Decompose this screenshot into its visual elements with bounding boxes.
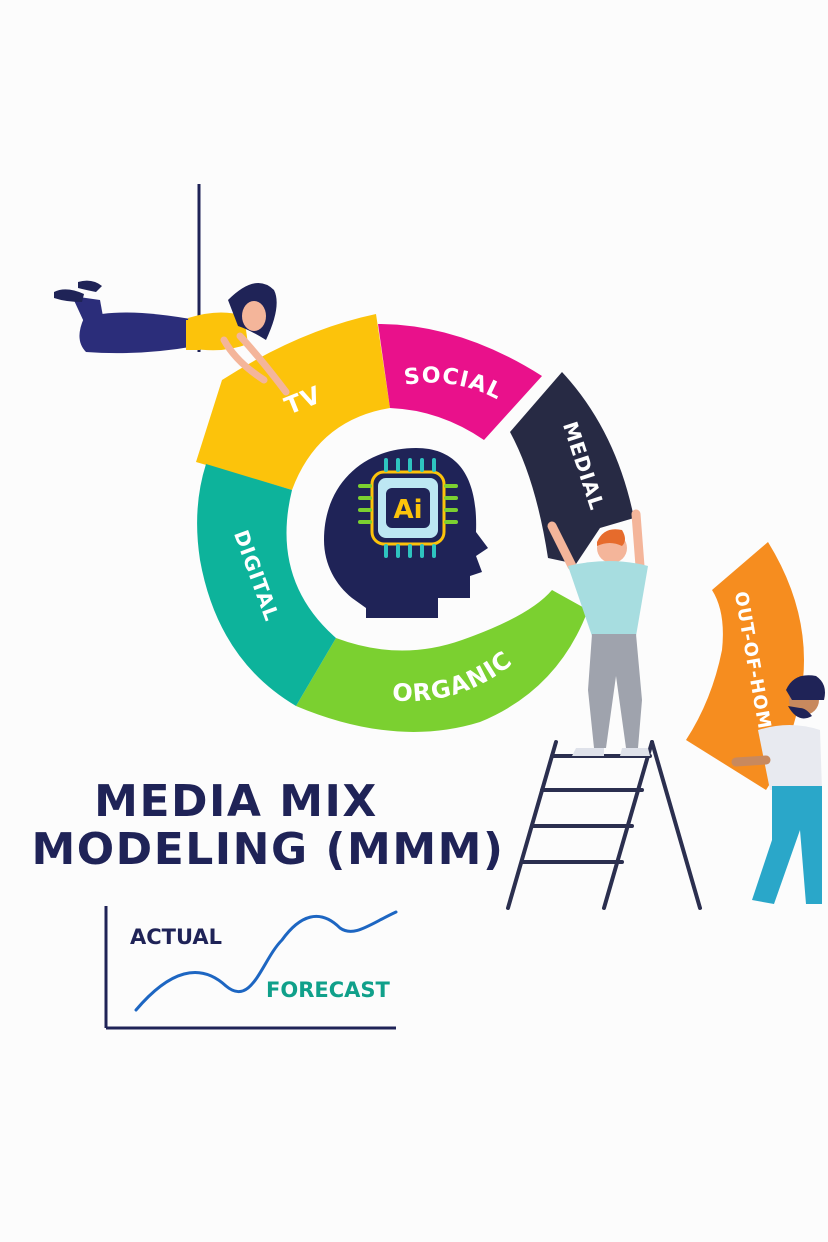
ladder (506, 740, 702, 910)
ai-badge-label: Ai (393, 495, 422, 525)
man-carrying-figure (731, 675, 825, 904)
title-line-1: MEDIA MIX (94, 776, 378, 827)
actual-forecast-mini-chart: ACTUAL FORECAST (104, 906, 398, 1030)
mini-chart-trend-line (134, 910, 398, 1012)
segment-social (378, 324, 542, 440)
ai-chip-head-icon: Ai (324, 448, 488, 618)
segment-digital (197, 464, 336, 706)
segment-tv (196, 314, 390, 490)
woman-on-rope-figure (54, 184, 290, 396)
title-line-2: MODELING (MMM) (31, 824, 504, 875)
segment-media (510, 372, 634, 564)
media-mix-ring: TV SOCIAL MEDIAL DIGITAL ORGANIC (196, 314, 634, 732)
forecast-label: FORECAST (266, 978, 391, 1002)
segment-organic (296, 590, 588, 732)
man-on-ladder-figure (547, 509, 650, 756)
actual-label: ACTUAL (130, 925, 222, 949)
